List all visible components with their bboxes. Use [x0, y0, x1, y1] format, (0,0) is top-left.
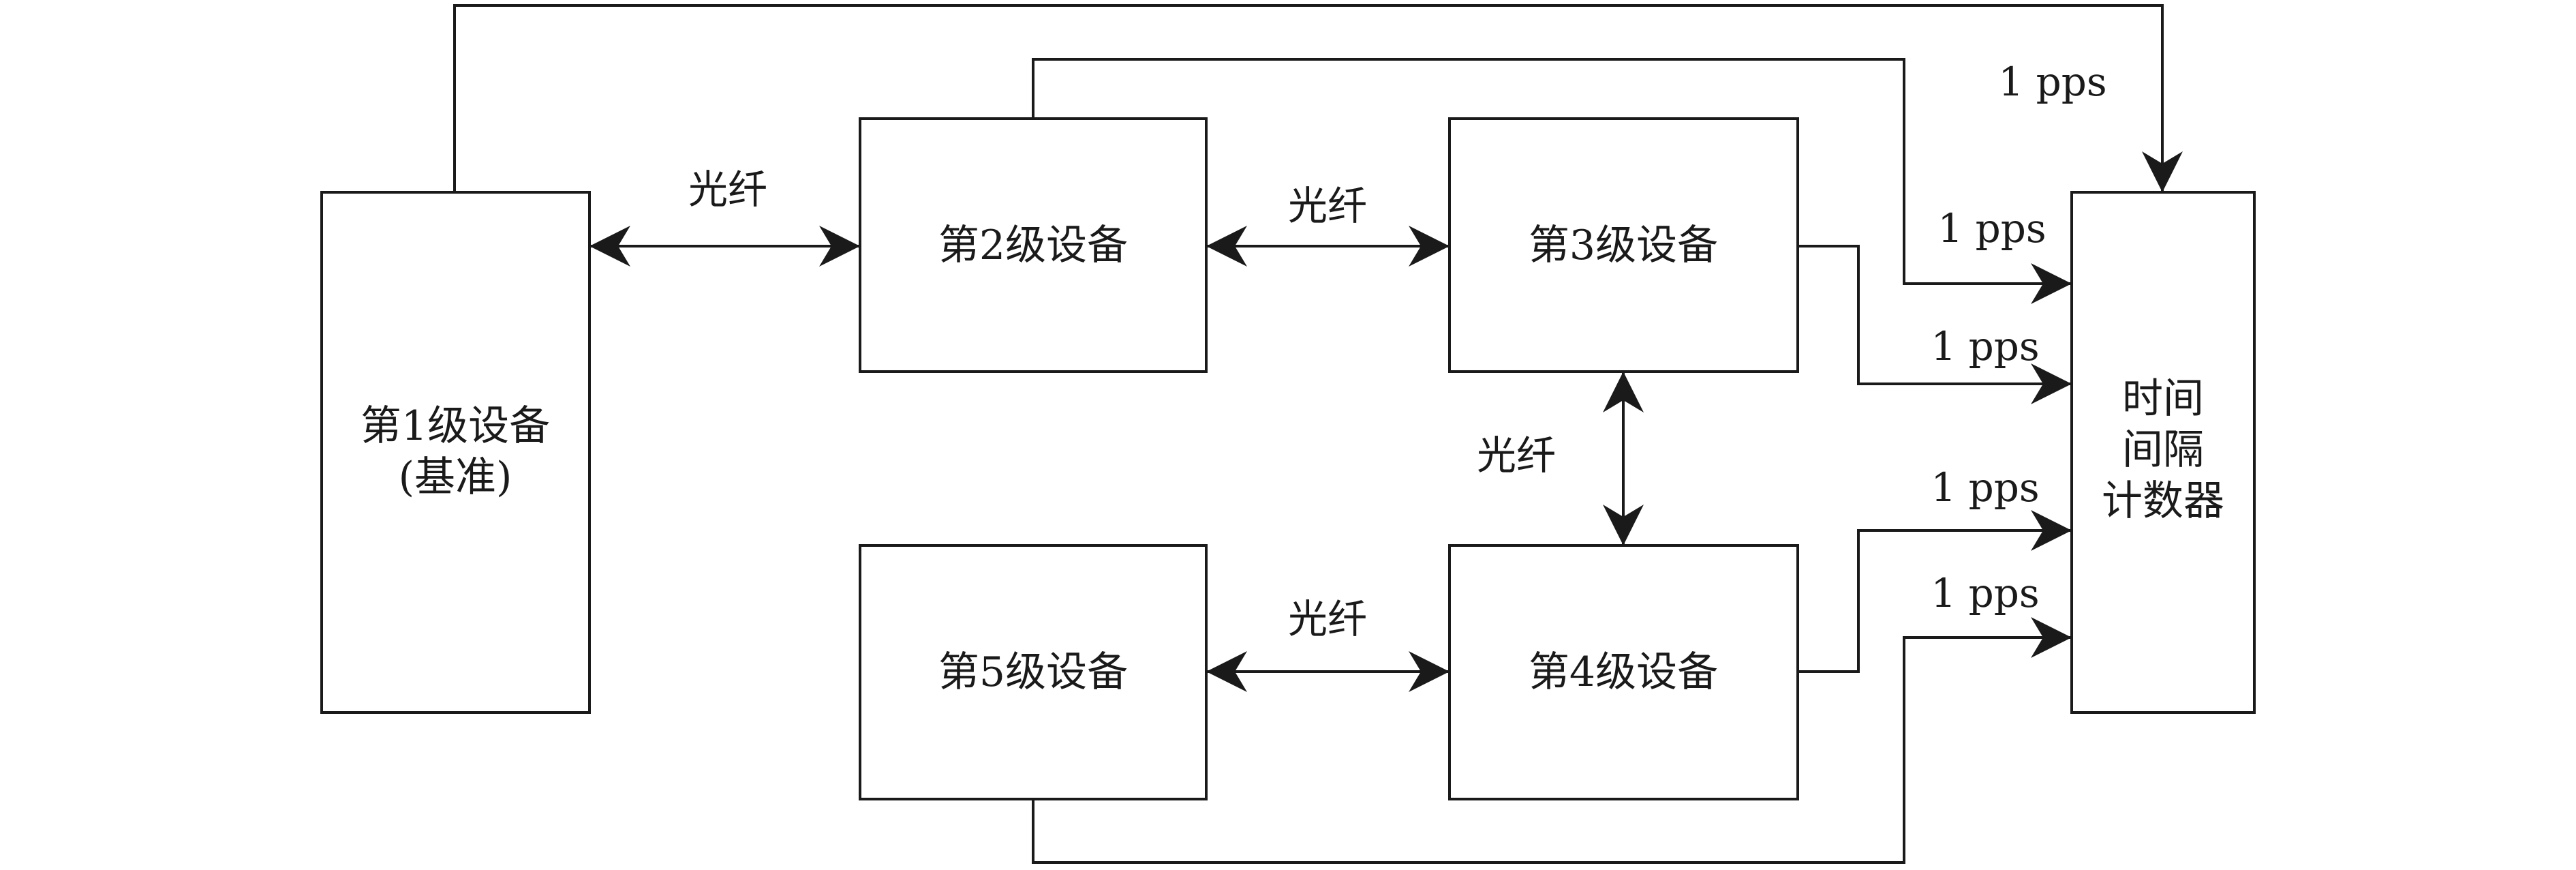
node-level5: 第5级设备: [859, 544, 1208, 800]
pps-wire-level4: [1798, 510, 2072, 673]
node-level2-label: 第2级设备: [938, 222, 1128, 269]
node-counter-label-line2: 间隔: [2122, 426, 2204, 474]
node-counter: 时间 间隔 计数器: [2070, 191, 2256, 714]
pps-wire-level5: [1032, 617, 2072, 864]
node-level4: 第4级设备: [1448, 544, 1799, 800]
node-level1-label: 第1级设备: [361, 402, 550, 450]
fiber-label-3-4: 光纤: [1477, 432, 1556, 479]
fiber-label-2-3: 光纤: [1288, 183, 1367, 229]
pps-label-level4: 1 pps: [1931, 464, 2039, 511]
pps-wire-level2: [1032, 58, 2072, 304]
node-level2: 第2级设备: [859, 117, 1208, 373]
pps-wire-level3: [1798, 245, 2072, 404]
node-level3-label: 第3级设备: [1529, 222, 1718, 269]
pps-wire-level1: [453, 4, 2183, 192]
pps-label-level2: 1 pps: [1937, 205, 2046, 252]
pps-label-level3: 1 pps: [1931, 323, 2039, 370]
node-level1: 第1级设备 (基准): [320, 191, 591, 714]
node-level1-sublabel: (基准): [399, 453, 512, 501]
fiber-label-1-2: 光纤: [688, 166, 767, 213]
pps-label-level1: 1 pps: [1998, 59, 2106, 105]
fiber-label-5-4: 光纤: [1288, 596, 1367, 642]
node-counter-label-line3: 计数器: [2102, 477, 2224, 525]
node-level3: 第3级设备: [1448, 117, 1799, 373]
node-level5-label: 第5级设备: [938, 648, 1128, 696]
node-level4-label: 第4级设备: [1529, 648, 1718, 696]
node-counter-label-line1: 时间: [2122, 375, 2204, 423]
pps-label-level5: 1 pps: [1931, 570, 2039, 616]
